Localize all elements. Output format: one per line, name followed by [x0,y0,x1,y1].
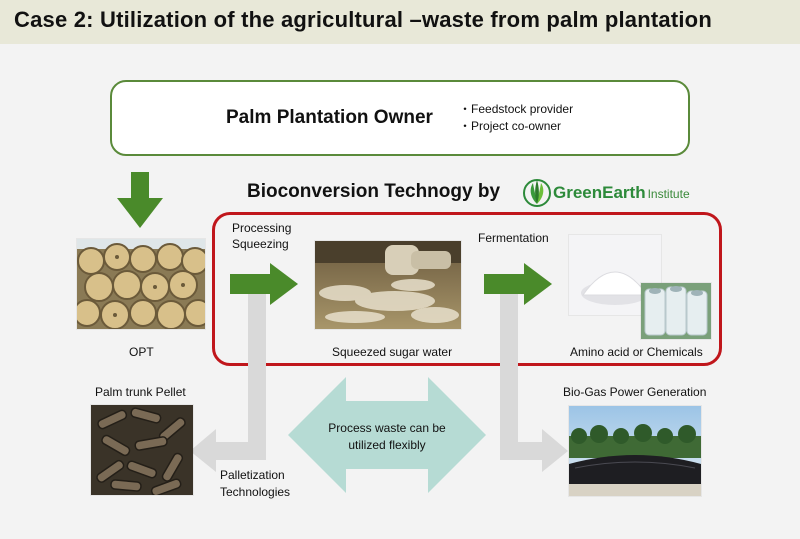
chemical-film-rolls-image [640,282,712,340]
role-coowner: Project co-owner [465,118,573,135]
pellet-image [90,404,194,496]
green-earth-logo-icon [523,179,551,207]
processing-label: Processing Squeezing [232,221,292,251]
opt-logs-image [76,238,206,330]
opt-label: OPT [129,345,154,359]
down-arrow-icon [117,172,163,228]
owner-roles: Feedstock provider Project co-owner [465,101,573,135]
process-waste-double-arrow-icon [288,377,486,493]
sugar-water-label: Squeezed sugar water [332,345,453,359]
biogas-label: Bio-Gas Power Generation [563,385,707,399]
brand-name: GreenEarth [553,183,646,202]
palletization-label: Palletization Technologies [220,468,291,499]
amino-powder-image [568,234,662,316]
brand-suffix: Institute [647,187,690,201]
owner-box [110,80,690,156]
bioconversion-label: Bioconversion Technogy by [247,181,501,202]
role-feedstock: Feedstock provider [465,101,573,118]
amino-label: Amino acid or Chemicals [570,345,703,359]
processing-arrow-icon [230,263,298,305]
fermentation-arrow-icon [484,263,552,305]
page-title: Case 2: Utilization of the agricultural … [14,7,712,32]
owner-title: Palm Plantation Owner [226,107,433,128]
pellet-label: Palm trunk Pellet [95,385,186,399]
title-band [0,0,800,44]
process-waste-label: Process waste can be utilized flexibly [328,421,446,452]
biogas-image [568,405,702,497]
fermentation-label: Fermentation [478,231,549,245]
waste-to-biogas-arrow-icon [500,290,568,472]
sugar-water-image [314,240,462,330]
waste-to-pellet-arrow-icon [190,290,266,472]
bioconversion-box [212,212,722,366]
